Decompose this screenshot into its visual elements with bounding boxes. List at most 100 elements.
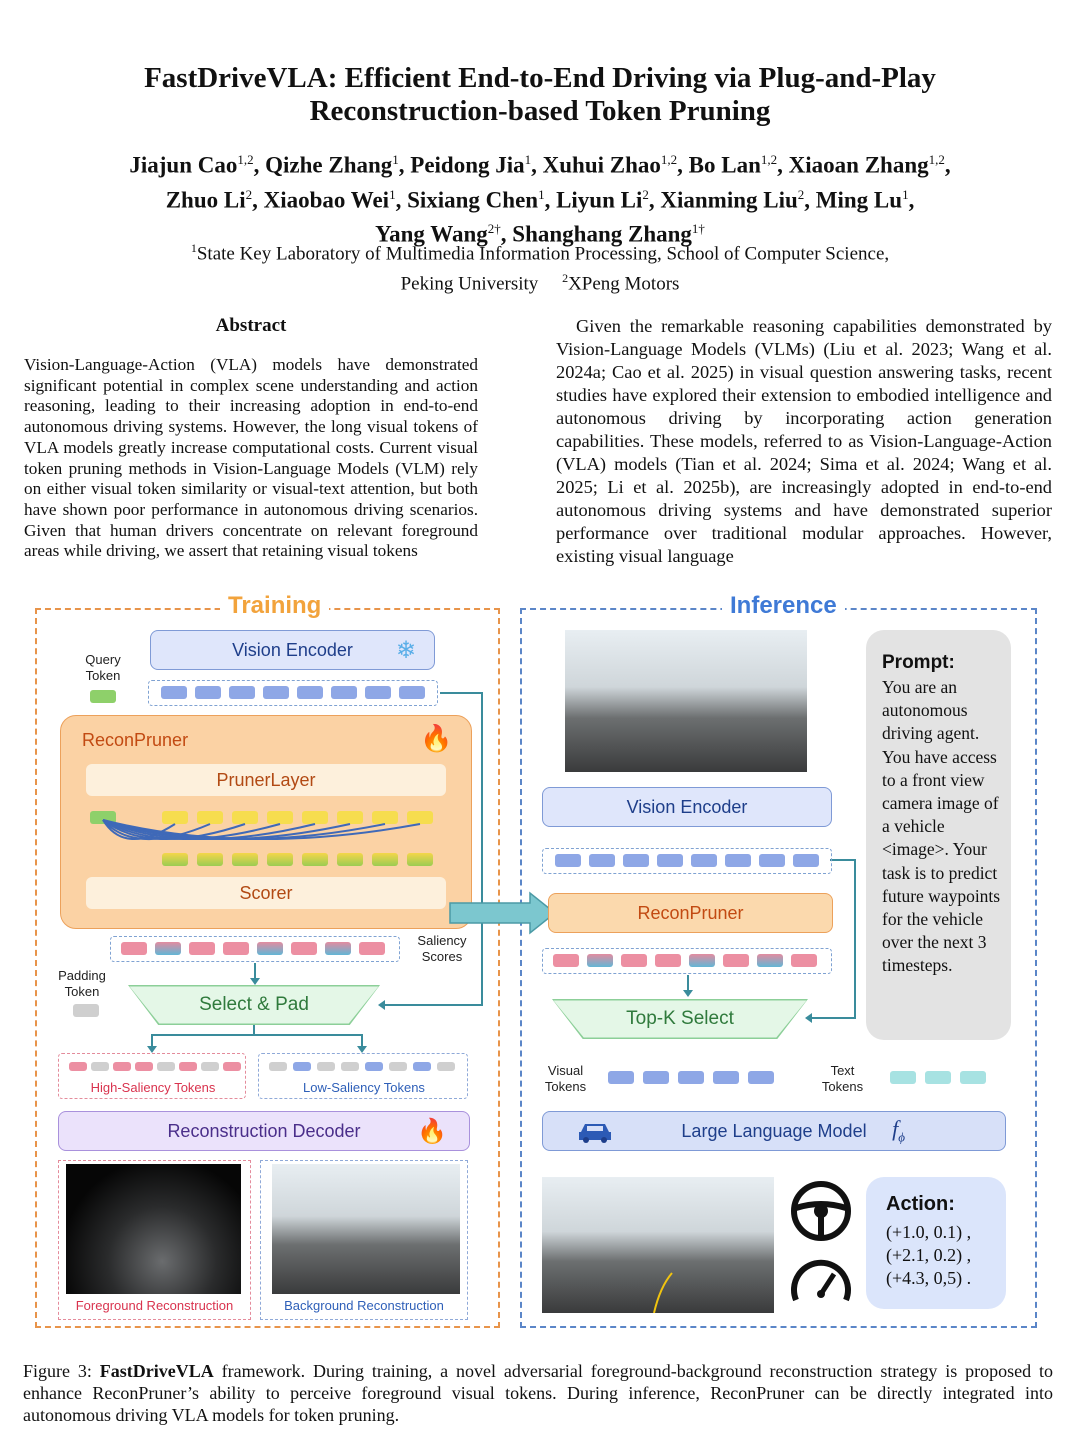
inference-reconpruner: ReconPruner xyxy=(548,893,833,933)
affiliation-line-1: 1State Key Laboratory of Multimedia Info… xyxy=(0,236,1080,266)
token xyxy=(69,1062,87,1071)
output-trajectory-image xyxy=(542,1177,774,1313)
query-token xyxy=(90,690,116,703)
visual-token xyxy=(725,854,751,867)
author-affiliation-mark: 2 xyxy=(642,187,649,202)
author-name: Xiaoan Zhang xyxy=(789,153,929,178)
token xyxy=(113,1062,131,1071)
recon-decoder-label: Reconstruction Decoder xyxy=(167,1121,360,1142)
reconpruner-label: ReconPruner xyxy=(82,730,188,751)
prompt-text: You are an autonomous driving agent. You… xyxy=(882,676,1004,978)
pruner-layer: PrunerLayer xyxy=(86,764,446,796)
topk-select-label: Top-K Select xyxy=(552,999,808,1039)
score-token xyxy=(553,954,579,967)
input-camera-image xyxy=(565,630,807,772)
llm-symbol-sub: ϕ xyxy=(898,1130,905,1145)
query-token-label: Query Token xyxy=(78,652,128,684)
action-box: Action: (+1.0, 0.1) , (+2.1, 0.2) , (+4.… xyxy=(866,1177,1006,1309)
title-line-2: Reconstruction-based Token Pruning xyxy=(0,95,1080,128)
selected-visual-token xyxy=(608,1071,634,1084)
author-affiliation-mark: 1 xyxy=(525,152,532,167)
action-value: (+1.0, 0.1) , xyxy=(886,1221,971,1244)
caption-prefix: Figure 3: xyxy=(23,1361,100,1381)
author-affiliation-mark: 1,2 xyxy=(661,152,677,167)
author-affiliation-mark: 1† xyxy=(692,221,705,236)
token xyxy=(232,853,258,866)
paper-title: FastDriveVLA: Efficient End-to-End Drivi… xyxy=(0,62,1080,128)
visual-token xyxy=(331,686,357,699)
visual-tokens-label: Visual Tokens xyxy=(538,1063,593,1095)
visual-token xyxy=(657,854,683,867)
visual-token xyxy=(399,686,425,699)
car-icon xyxy=(577,1120,613,1144)
visual-token xyxy=(691,854,717,867)
author-name: Bo Lan xyxy=(689,153,761,178)
token xyxy=(389,1062,407,1071)
author-affiliation-mark: 1 xyxy=(389,187,396,202)
author-name: Zhuo Li xyxy=(166,187,246,212)
author-affiliation-mark: 1,2 xyxy=(929,152,945,167)
affil-text: XPeng Motors xyxy=(568,274,679,295)
visual-token xyxy=(365,686,391,699)
author-name: Jiajun Cao xyxy=(129,153,237,178)
affiliation-line-2: Peking University 2XPeng Motors xyxy=(0,266,1080,296)
large-language-model: Large Language Model fϕ xyxy=(542,1111,1006,1151)
token xyxy=(317,1062,335,1071)
visual-token xyxy=(161,686,187,699)
author-name: Xiaobao Wei xyxy=(264,187,389,212)
prompt-title: Prompt: xyxy=(882,652,955,674)
score-token xyxy=(257,942,283,955)
padding-token xyxy=(73,1004,99,1017)
token xyxy=(437,1062,455,1071)
token xyxy=(302,853,328,866)
saliency-score-row xyxy=(110,936,400,962)
author-affiliation-mark: 2 xyxy=(798,187,805,202)
author-affiliation-mark: 1,2 xyxy=(761,152,777,167)
trajectory-line xyxy=(542,1177,774,1313)
text-tokens-label: Text Tokens xyxy=(815,1063,870,1095)
score-token xyxy=(689,954,715,967)
author-affiliation-mark: 1 xyxy=(538,187,545,202)
steering-wheel-icon xyxy=(788,1180,854,1242)
score-token xyxy=(121,942,147,955)
selected-visual-token xyxy=(678,1071,704,1084)
score-token xyxy=(621,954,647,967)
visual-token xyxy=(229,686,255,699)
action-values: (+1.0, 0.1) , (+2.1, 0.2) , (+4.3, 0,5) … xyxy=(886,1221,971,1290)
token xyxy=(293,1062,311,1071)
fire-icon: 🔥 xyxy=(420,724,452,754)
visual-token xyxy=(759,854,785,867)
select-pad-label: Select & Pad xyxy=(128,985,380,1025)
author-affiliation-mark: 1 xyxy=(902,187,909,202)
abstract-body: Vision-Language-Action (VLA) models have… xyxy=(24,355,478,568)
visual-token xyxy=(263,686,289,699)
token xyxy=(372,853,398,866)
score-token xyxy=(325,942,351,955)
affiliations: 1State Key Laboratory of Multimedia Info… xyxy=(0,236,1080,297)
score-token xyxy=(757,954,783,967)
llm-label: Large Language Model xyxy=(681,1121,866,1142)
author-name: Peidong Jia xyxy=(410,153,524,178)
token xyxy=(135,1062,153,1071)
author-name: Xianming Liu xyxy=(660,187,797,212)
background-reconstruction-image xyxy=(272,1164,460,1294)
token xyxy=(413,1062,431,1071)
reconstruction-decoder: Reconstruction Decoder 🔥 xyxy=(58,1111,470,1151)
author-affiliation-mark: 1 xyxy=(392,152,399,167)
score-token xyxy=(291,942,317,955)
speedometer-icon xyxy=(788,1252,854,1308)
low-saliency-tokens: Low-Saliency Tokens xyxy=(258,1053,468,1099)
affil-text: Peking University xyxy=(401,274,539,295)
author-name: Liyun Li xyxy=(556,187,642,212)
visual-token xyxy=(623,854,649,867)
visual-token xyxy=(793,854,819,867)
affil-text: State Key Laboratory of Multimedia Infor… xyxy=(197,243,889,264)
high-saliency-tokens: High-Saliency Tokens xyxy=(58,1053,246,1099)
inference-score-row xyxy=(542,948,832,974)
token xyxy=(223,1062,241,1071)
inference-vision-encoder: Vision Encoder xyxy=(542,787,832,827)
inference-title: Inference xyxy=(722,592,845,620)
vision-encoder-label: Vision Encoder xyxy=(232,640,353,661)
action-value: (+2.1, 0.2) , xyxy=(886,1244,971,1267)
title-line-1: FastDriveVLA: Efficient End-to-End Drivi… xyxy=(0,62,1080,95)
